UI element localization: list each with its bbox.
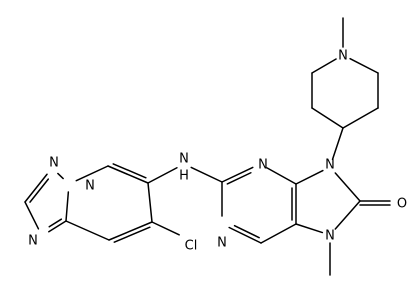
purine-bond-1-inner xyxy=(226,172,252,185)
imidazole-bond-3 xyxy=(334,200,361,230)
triazole-bond-1 xyxy=(57,172,64,180)
triazole-bond-2 xyxy=(24,173,48,203)
purine-bond-1 xyxy=(221,166,254,183)
purine-bond-2 xyxy=(266,167,297,185)
imidazole-bond-1 xyxy=(295,169,324,185)
pyridine-bond-4 xyxy=(108,221,153,241)
amine-hydrogen-label: H xyxy=(179,169,189,184)
amine-nitrogen-label: N xyxy=(179,152,189,167)
carbonyl-oxygen-label: O xyxy=(397,197,407,212)
amine-bond-1 xyxy=(147,166,178,184)
purine-bond-5 xyxy=(228,226,262,244)
imidazole-bond-4 xyxy=(295,223,324,234)
pyridine-bond-5 xyxy=(65,220,110,241)
bond-layer xyxy=(24,17,391,276)
triazole-bond-4-inner xyxy=(48,218,63,228)
triazole-bond-3 xyxy=(24,201,40,230)
pyridine-bond-2 xyxy=(107,165,149,184)
chloro-bond xyxy=(151,221,180,236)
piperidine-nitrogen-label: N xyxy=(338,49,348,64)
n9-piperidine-bond xyxy=(331,127,344,161)
piperidine-bond-6 xyxy=(342,107,379,129)
purine-bond-4 xyxy=(260,223,297,244)
triazole-bond-2-inner xyxy=(29,178,50,203)
pyridine-bond-3 xyxy=(147,182,153,223)
purine-n7-label: N xyxy=(325,229,335,244)
amine-bond-2 xyxy=(190,166,223,183)
chlorine-label: Cl xyxy=(185,239,198,254)
purine-n3-label: N xyxy=(258,158,268,173)
bridgehead-nitrogen-label: N xyxy=(85,179,95,194)
purine-n9-label: N xyxy=(325,158,335,173)
pyridine-bond-4-inner xyxy=(113,226,151,243)
triazole-bond-4 xyxy=(48,220,67,233)
piperidine-bond-4 xyxy=(349,57,379,74)
pyridine-bond-2-inner xyxy=(112,163,147,179)
imidazole-bond-2 xyxy=(334,172,361,202)
piperidine-bond-3 xyxy=(311,58,337,74)
purine-bond-5-inner xyxy=(233,224,260,239)
purine-n1-label: N xyxy=(217,236,227,251)
triazole-n3-label: N xyxy=(28,234,38,249)
triazole-n1-label: N xyxy=(49,156,59,171)
pyridine-bond-1 xyxy=(75,165,109,182)
triazole-bond-5 xyxy=(65,191,70,222)
piperidine-bond-1 xyxy=(311,107,344,129)
